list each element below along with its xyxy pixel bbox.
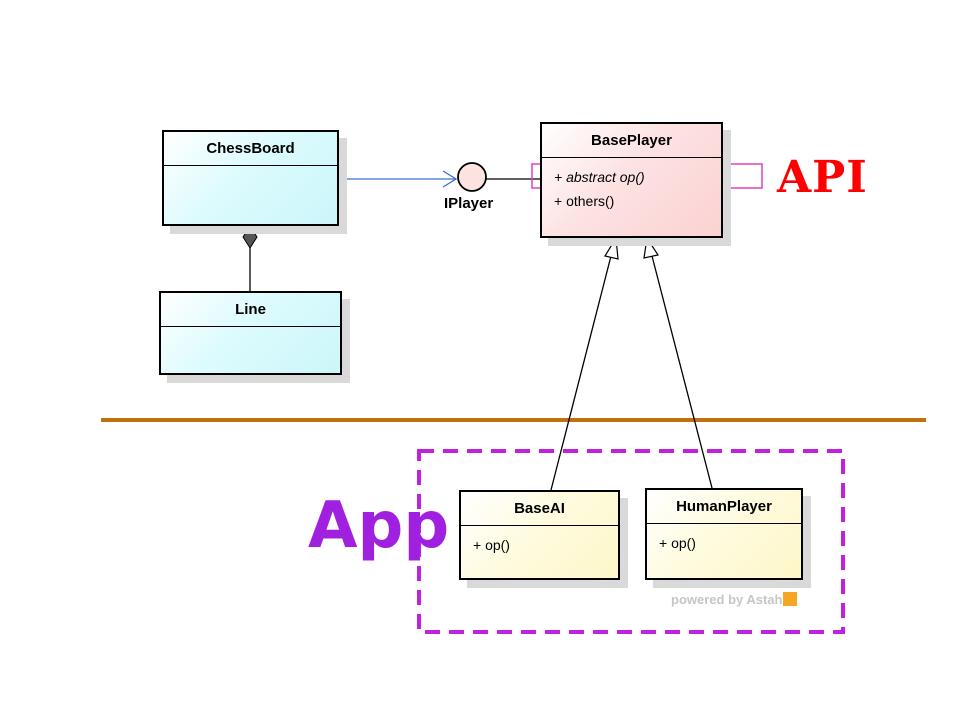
- dependency-arrowhead-icon: [442, 170, 458, 188]
- operations-compartment: + op(): [647, 524, 801, 555]
- api-label: API: [777, 152, 868, 203]
- composition-diamond-icon: [242, 225, 258, 249]
- class-humanplayer[interactable]: HumanPlayer + op(): [645, 488, 803, 580]
- class-name: HumanPlayer: [647, 490, 801, 524]
- generalization-line-baseai: [550, 255, 612, 491]
- class-name: ChessBoard: [164, 132, 337, 166]
- generalization-arrowhead-icon: [604, 236, 619, 260]
- class-chessboard[interactable]: ChessBoard: [162, 130, 339, 226]
- app-label: App: [308, 489, 450, 563]
- class-name: BasePlayer: [542, 124, 721, 158]
- watermark-text: powered by Astah: [671, 592, 783, 607]
- generalization-arrowhead-icon: [643, 236, 659, 259]
- generalization-line-humanplayer: [651, 255, 713, 489]
- operation-op: + op(): [473, 537, 510, 553]
- class-baseplayer[interactable]: BasePlayer + abstract op() + others(): [540, 122, 723, 238]
- operation-op: + op(): [659, 535, 696, 551]
- class-baseai[interactable]: BaseAI + op(): [459, 490, 620, 580]
- interface-lollipop-icon: [457, 162, 487, 192]
- astah-watermark: powered by Astah: [671, 592, 798, 607]
- operation-others: + others(): [554, 193, 615, 209]
- class-name: BaseAI: [461, 492, 618, 526]
- class-name: Line: [161, 293, 340, 327]
- operation-abstract-op: + abstract op(): [554, 169, 645, 185]
- class-line[interactable]: Line: [159, 291, 342, 375]
- interface-label: IPlayer: [444, 195, 494, 212]
- astah-logo-icon: [783, 592, 798, 606]
- operations-compartment: + op(): [461, 526, 618, 557]
- operations-compartment: + abstract op() + others(): [542, 158, 721, 213]
- app-boundary: [417, 449, 845, 634]
